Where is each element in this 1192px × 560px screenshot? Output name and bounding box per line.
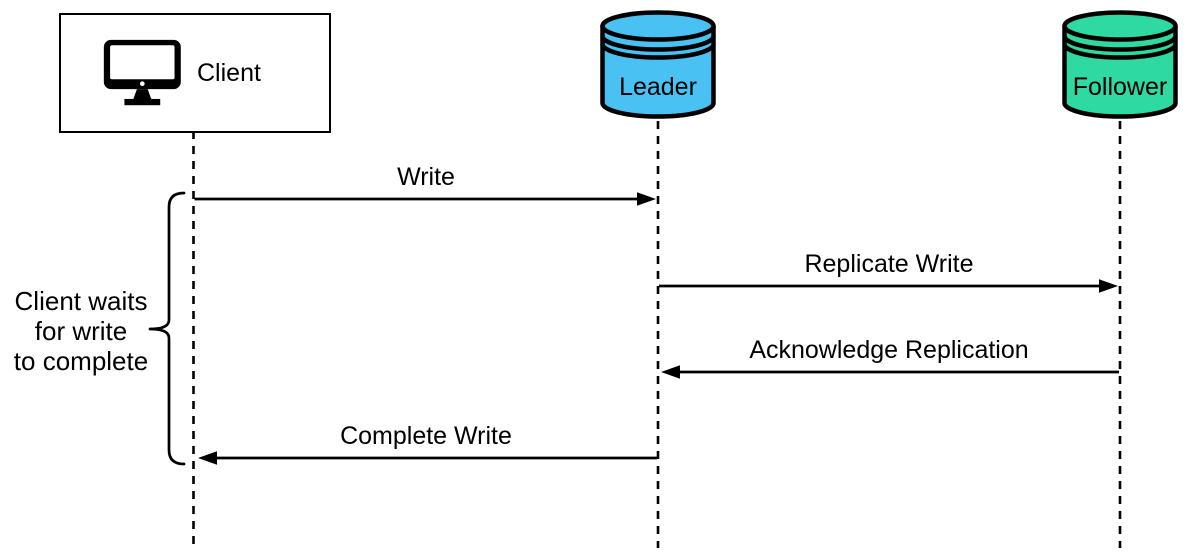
actor-client-label: Client — [197, 58, 261, 87]
actor-client: Client — [59, 13, 331, 133]
message-label-complete-write: Complete Write — [340, 422, 512, 450]
arrowhead-right-icon — [637, 192, 656, 206]
annotation-line: Client waits — [14, 286, 148, 316]
actor-leader-label: Leader — [619, 73, 697, 101]
database-cylinder-icon — [1062, 10, 1178, 119]
annotation-line: to complete — [13, 346, 149, 376]
annotation-line: for write — [34, 316, 128, 346]
arrow-complete-write — [198, 451, 657, 465]
message-label-replicate-write: Replicate Write — [804, 250, 974, 278]
actor-follower: Follower — [1061, 9, 1179, 121]
actor-leader: Leader — [599, 9, 717, 121]
arrow-acknowledge-replication — [661, 365, 1119, 379]
annotation-client-waits: Client waits for write to complete — [2, 286, 160, 376]
computer-monitor-icon — [103, 39, 181, 106]
arrow-replicate-write — [659, 279, 1118, 293]
message-label-acknowledge-replication: Acknowledge Replication — [749, 336, 1029, 364]
arrowhead-right-icon — [1099, 279, 1118, 293]
message-label-write: Write — [397, 163, 455, 191]
arrow-write — [194, 192, 656, 206]
arrowhead-left-icon — [661, 365, 680, 379]
arrowhead-left-icon — [198, 451, 217, 465]
actor-follower-label: Follower — [1072, 73, 1168, 101]
curly-brace — [148, 191, 186, 466]
database-cylinder-icon — [600, 10, 716, 119]
